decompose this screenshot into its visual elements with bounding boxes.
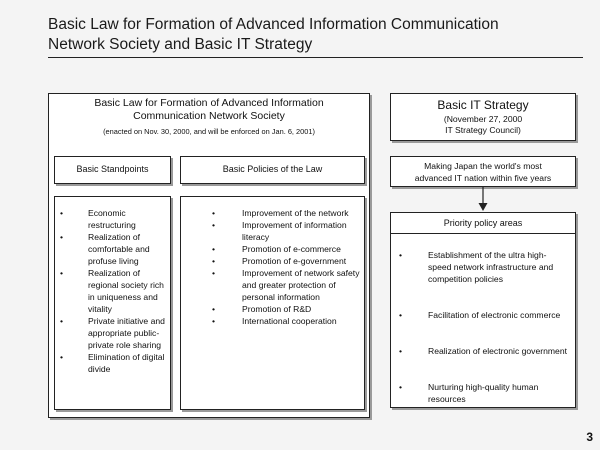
bullet-icon: • [399,382,403,392]
list-item: • Promotion of R&D [182,303,360,315]
bullet-icon: • [212,268,216,278]
bullet-icon: • [60,316,64,326]
bullet-icon: • [399,346,403,356]
list-item: • Economic restructuring [58,207,170,231]
strategy-goal-line1: Making Japan the world's most [424,161,542,171]
basic-policies-list-box [180,196,365,410]
bullet-icon: • [60,208,64,218]
down-arrow-icon [478,187,488,211]
basic-standpoints-list-box [54,196,171,410]
strategy-goal: Making Japan the world's most advanced I… [390,160,576,184]
priority-header-divider [390,233,576,234]
list-item-text: Improvement of network safety and greate… [242,268,360,302]
strategy-date-line1: (November 27, 2000 [443,114,523,124]
list-item-text: Economic restructuring [88,208,136,230]
basic-standpoints-header: Basic Standpoints [76,164,149,174]
strategy-goal-line2: advanced IT nation within five years [414,173,552,183]
list-item-text: Improvement of the network [242,208,349,218]
basic-it-strategy-title: Basic IT Strategy [437,98,529,112]
bullet-icon: • [212,244,216,254]
priority-policy-areas-box [390,212,576,408]
list-item-text: Realization of electronic government [428,346,568,356]
list-item-text: Establishment of the ultra high-speed ne… [428,250,554,284]
bullet-icon: • [212,220,216,230]
list-item: • Promotion of e-commerce [182,243,360,255]
list-item: • Establishment of the ultra high-speed … [397,249,569,285]
list-item: • Elimination of digital divide [58,351,170,375]
list-item-text: Realization of comfortable and profuse l… [88,232,150,266]
basic-policies-list: • Improvement of the network • Improvement… [182,207,360,327]
list-item-text: Promotion of e-commerce [242,244,341,254]
basic-law-title-line1: Basic Law for Formation of Advanced Info… [94,97,324,109]
basic-law-enactment-note: (enacted on Nov. 30, 2000, and will be e… [103,127,315,136]
bullet-icon: • [399,250,403,260]
basic-law-title-line2: Communication Network Society [133,110,285,122]
bullet-icon: • [60,352,64,362]
list-item-text: Private initiative and appropriate publi… [88,316,165,350]
bullet-icon: • [399,310,403,320]
list-item-text: Facilitation of electronic commerce [428,310,561,320]
page-title-line1: Basic Law for Formation of Advanced Info… [48,16,499,33]
list-item-text: Nurturing high-quality human resources [428,382,539,404]
list-item: • Improvement of network safety and great… [182,267,360,303]
list-item-text: International cooperation [242,316,337,326]
list-item-text: Elimination of digital divide [88,352,165,374]
list-item: • Realization of electronic government [397,345,569,357]
basic-standpoints-list: • Economic restructuring • Realization of … [58,207,170,375]
list-item: • Realization of comfortable and profuse … [58,231,170,267]
list-item-text: Realization of regional society rich in … [88,268,164,314]
priority-policy-areas-header: Priority policy areas [443,218,523,228]
page-number: 3 [586,430,593,444]
basic-it-strategy-box [390,93,576,141]
list-item: • Promotion of e-government [182,255,360,267]
list-item: • Improvement of the network [182,207,360,219]
basic-law-heading: Basic Law for Formation of Advanced Info… [48,97,370,123]
list-item-text: Promotion of R&D [242,304,312,314]
list-item: • Facilitation of electronic commerce [397,309,569,321]
bullet-icon: • [60,268,64,278]
basic-it-strategy-date: (November 27, 2000 IT Strategy Council) [390,114,576,136]
bullet-icon: • [60,232,64,242]
bullet-icon: • [212,208,216,218]
list-item: • International cooperation [182,315,360,327]
list-item-text: Improvement of information literacy [242,220,347,242]
list-item-text: Promotion of e-government [242,256,347,266]
basic-policies-header: Basic Policies of the Law [222,164,323,174]
page-title: Basic Law for Formation of Advanced Info… [48,15,568,55]
bullet-icon: • [212,304,216,314]
strategy-date-line2: IT Strategy Council) [445,125,521,135]
bullet-icon: • [212,256,216,266]
page-title-line2: Network Society and Basic IT Strategy [48,36,313,53]
bullet-icon: • [212,316,216,326]
strategy-goal-box [390,156,576,187]
list-item: • Realization of regional society rich in… [58,267,170,315]
basic-standpoints-header-box [54,156,171,184]
basic-policies-header-box [180,156,365,184]
list-item: • Private initiative and appropriate publ… [58,315,170,351]
title-underline [48,57,583,58]
list-item: • Nurturing high-quality human resources [397,381,569,405]
list-item: • Improvement of information literacy [182,219,360,243]
